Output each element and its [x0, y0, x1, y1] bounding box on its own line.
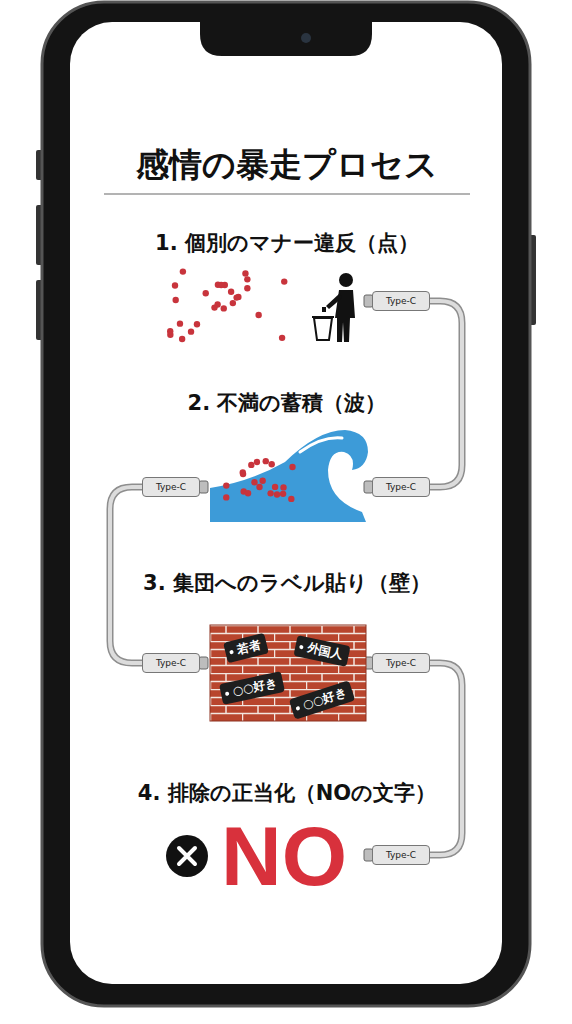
littering-person [312, 273, 355, 342]
title-underline [104, 193, 470, 195]
label-tag: ○○好き [219, 671, 285, 705]
wave-dots [223, 458, 296, 502]
tag-hole [225, 691, 230, 696]
label-tag: 若者 [223, 633, 269, 664]
label-tag: 外国人 [293, 635, 350, 667]
step-heading: 3. 集団へのラベル貼り（壁） [143, 569, 431, 597]
phone-screen [70, 22, 502, 984]
plug-label: Type-C [372, 653, 430, 673]
tag-text: ○○好き [231, 675, 278, 698]
scattered-dots [167, 268, 287, 342]
tag-hole [229, 649, 234, 654]
phone-frame [42, 2, 530, 1006]
tag-hole [299, 644, 304, 649]
cable [110, 301, 462, 855]
title: 感情の暴走プロセス [136, 143, 438, 188]
wave-crest [300, 438, 342, 452]
plug-label: Type-C [372, 477, 430, 497]
cross-circle [166, 835, 208, 877]
cross-mark [179, 848, 195, 864]
wave [210, 430, 368, 522]
label-tag: ○○好き [289, 680, 355, 719]
tag-text: 外国人 [306, 641, 344, 662]
step-heading: 1. 個別のマナー違反（点） [155, 229, 419, 257]
notch [200, 22, 372, 56]
no-text: NO [221, 814, 347, 898]
tag-text: 若者 [235, 637, 262, 656]
tag-text: ○○好き [301, 685, 348, 712]
tag-hole [295, 705, 300, 710]
plug-label: Type-C [372, 291, 430, 311]
plug-label: Type-C [372, 845, 430, 865]
plug-label: Type-C [142, 653, 200, 673]
step-heading: 4. 排除の正当化（NOの文字） [138, 779, 436, 807]
brick-wall [210, 625, 366, 721]
plug-label: Type-C [142, 477, 200, 497]
step-heading: 2. 不満の蓄積（波） [188, 389, 387, 417]
camera [301, 33, 311, 43]
